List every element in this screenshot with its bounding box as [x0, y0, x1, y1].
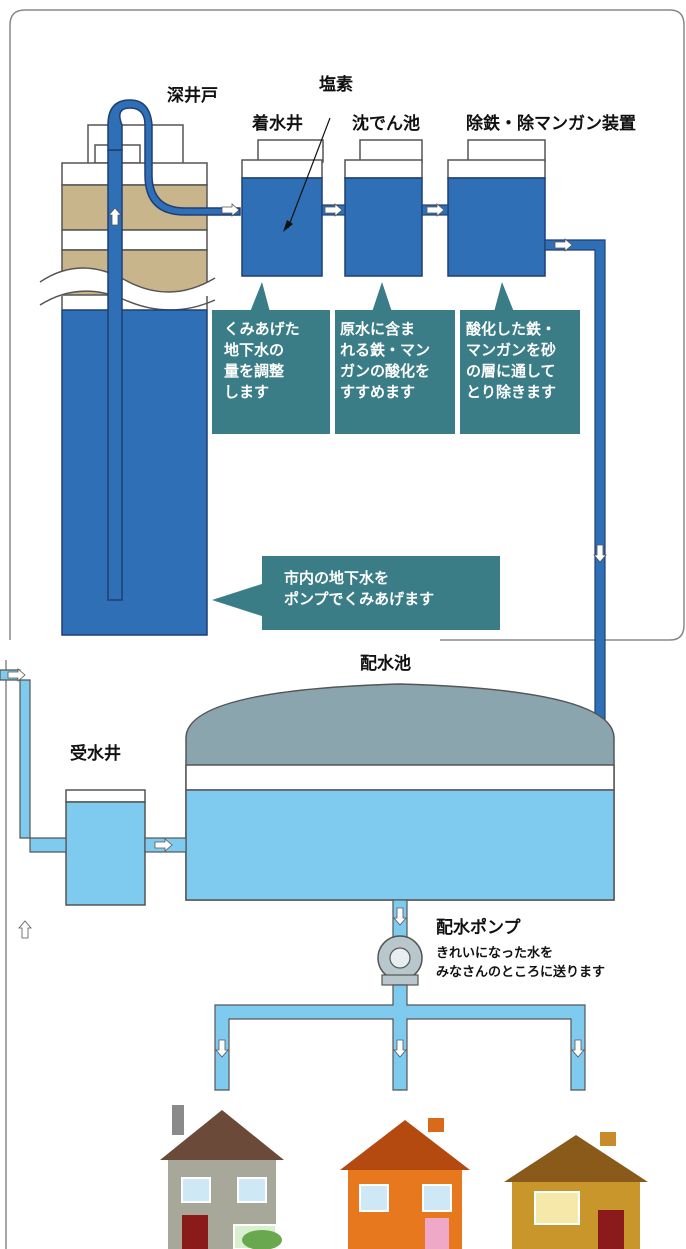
settling-pond-tank: [344, 139, 423, 277]
receiving-well-tank: [241, 139, 324, 277]
iron-manganese-label: 除鉄・除マンガン装置: [466, 114, 636, 134]
receiving-well-description: くみあげた 地下水の 量を調整 します: [212, 310, 330, 434]
distribution-pump-label: 配水ポンプ: [436, 918, 521, 938]
distribution-pump: [377, 935, 423, 986]
pipe-intake-left: [0, 669, 67, 853]
house-brown: [504, 1132, 648, 1249]
intake-well-label: 受水井: [70, 744, 121, 764]
distribution-reservoir: [185, 683, 615, 901]
distribution-reservoir-label: 配水池: [360, 654, 411, 674]
flow-arrows: [7, 203, 607, 1058]
pipe-distribution: [214, 984, 586, 1091]
pump-description: きれいになった水を みなさんのところに送ります: [436, 946, 606, 980]
settling-pond-description: 原水に含ま れる鉄・マン ガンの酸化を すすめます: [335, 310, 455, 434]
settling-pond-label: 沈でん池: [352, 114, 420, 134]
deep-well-label: 深井戸: [167, 86, 218, 106]
chlorine-label: 塩素: [319, 75, 353, 95]
intake-well: [65, 789, 146, 906]
receiving-well-label: 着水井: [252, 114, 303, 134]
deep-well: [39, 99, 241, 636]
frame-border: [9, 9, 685, 641]
iron-manganese-description: 酸化した鉄・ マンガンを砂 の層に通して とり除きます: [460, 310, 580, 434]
iron-manganese-tank: [447, 139, 546, 277]
deep-well-description: 市内の地下水を ポンプでくみあげます: [262, 556, 500, 630]
house-gray: [160, 1105, 284, 1249]
chlorine-pointer: [287, 117, 331, 229]
house-orange: [340, 1118, 470, 1249]
